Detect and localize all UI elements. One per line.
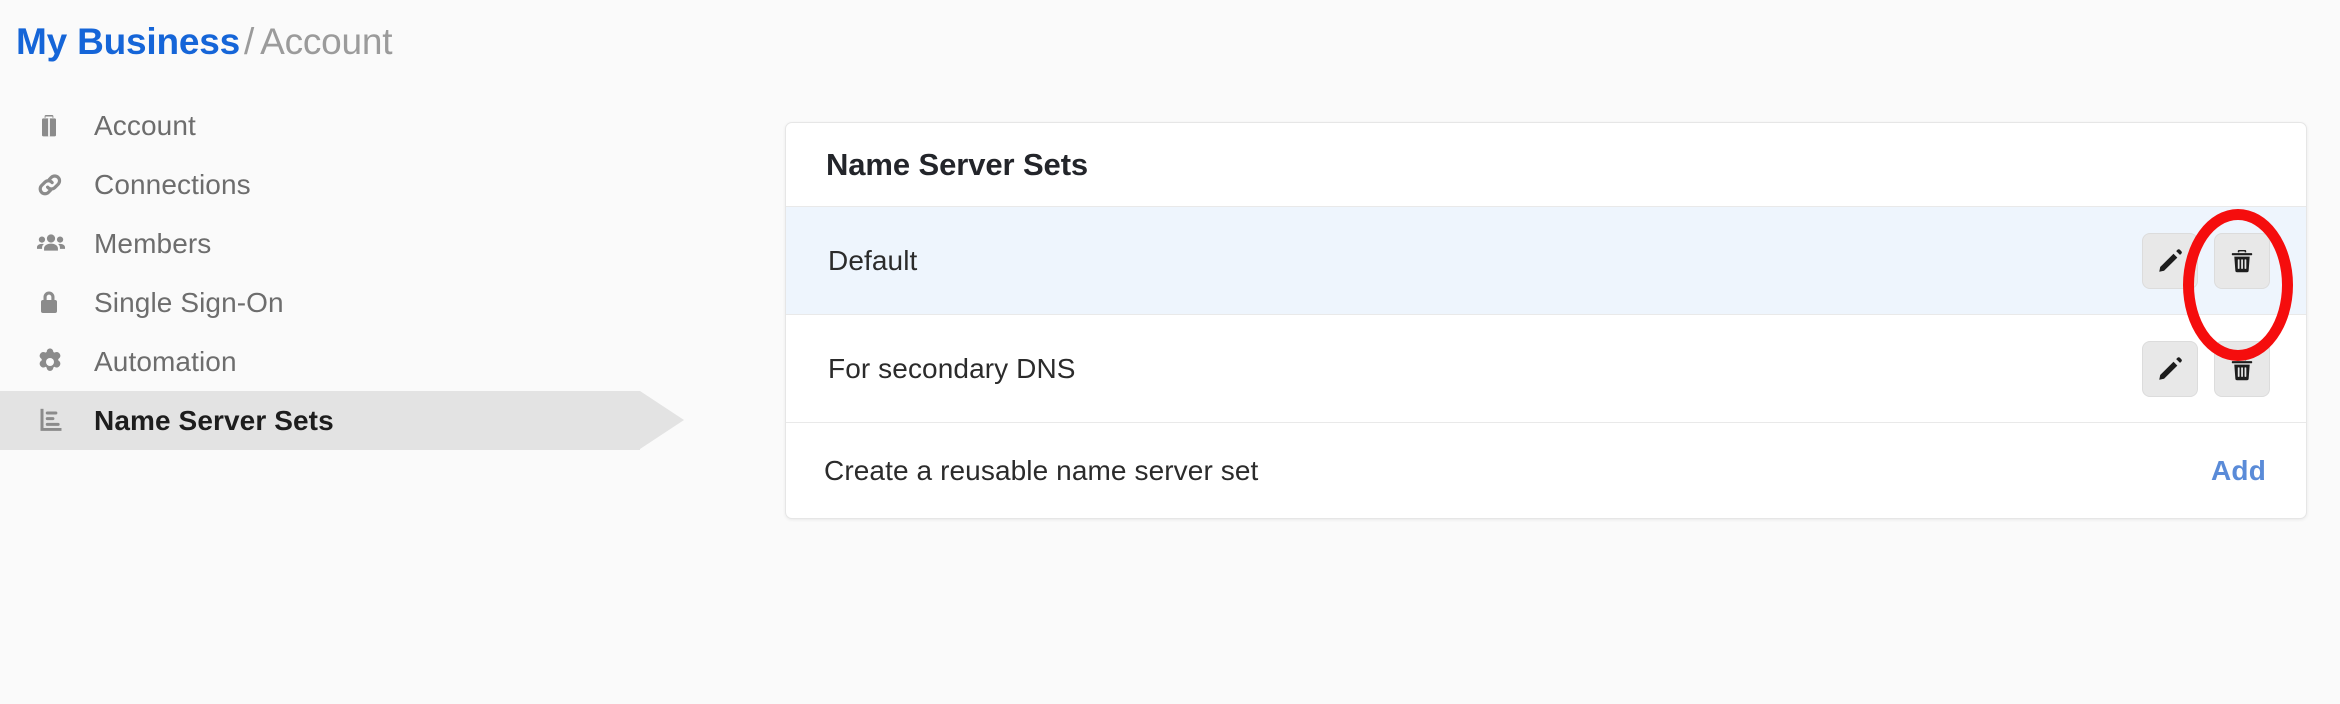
sidebar-item-single-sign-on[interactable]: Single Sign-On xyxy=(0,273,640,332)
name-server-set-label: For secondary DNS xyxy=(828,352,1076,384)
sidebar-item-label: Single Sign-On xyxy=(94,286,284,318)
edit-button[interactable] xyxy=(2142,340,2198,397)
sidebar-item-name-server-sets[interactable]: Name Server Sets xyxy=(0,391,684,450)
row-actions xyxy=(2142,232,2270,289)
lock-icon xyxy=(34,285,78,321)
card-title: Name Server Sets xyxy=(826,146,1089,182)
card-header: Name Server Sets xyxy=(786,123,2306,206)
sidebar-item-label: Automation xyxy=(94,345,237,377)
name-server-sets-card: Name Server Sets Default xyxy=(785,122,2307,519)
add-button[interactable]: Add xyxy=(2210,454,2266,486)
breadcrumb-current-account: Account xyxy=(260,21,393,62)
delete-button[interactable] xyxy=(2214,340,2270,397)
pencil-icon xyxy=(2156,355,2184,383)
breadcrumb-separator: / xyxy=(244,21,255,62)
bar-chart-icon xyxy=(34,403,78,439)
edit-button[interactable] xyxy=(2142,232,2198,289)
row-actions xyxy=(2142,340,2270,397)
sidebar-item-members[interactable]: Members xyxy=(0,214,640,273)
breadcrumb-link-my-business[interactable]: My Business xyxy=(16,21,240,62)
active-indicator-arrow xyxy=(640,391,684,449)
delete-button[interactable] xyxy=(2214,232,2270,289)
trash-icon xyxy=(2228,355,2256,383)
create-name-server-set-row: Create a reusable name server set Add xyxy=(786,422,2306,518)
sidebar-item-label: Members xyxy=(94,227,212,259)
sidebar: Account Connections Members xyxy=(0,96,700,450)
sidebar-item-label: Name Server Sets xyxy=(94,404,334,436)
breadcrumb: My Business/Account xyxy=(16,20,393,64)
trash-icon xyxy=(2228,247,2256,275)
sidebar-item-automation[interactable]: Automation xyxy=(0,332,640,391)
sidebar-item-account[interactable]: Account xyxy=(0,96,640,155)
sidebar-item-label: Connections xyxy=(94,168,251,200)
people-icon xyxy=(34,226,78,262)
table-row[interactable]: Default xyxy=(786,206,2306,314)
briefcase-icon xyxy=(34,108,78,144)
name-server-set-label: Default xyxy=(828,244,918,276)
table-row[interactable]: For secondary DNS xyxy=(786,314,2306,422)
sidebar-item-label: Account xyxy=(94,109,196,141)
sidebar-item-connections[interactable]: Connections xyxy=(0,155,640,214)
create-name-server-set-label: Create a reusable name server set xyxy=(824,454,1259,486)
pencil-icon xyxy=(2156,247,2184,275)
gear-icon xyxy=(34,344,78,380)
link-icon xyxy=(34,167,78,203)
